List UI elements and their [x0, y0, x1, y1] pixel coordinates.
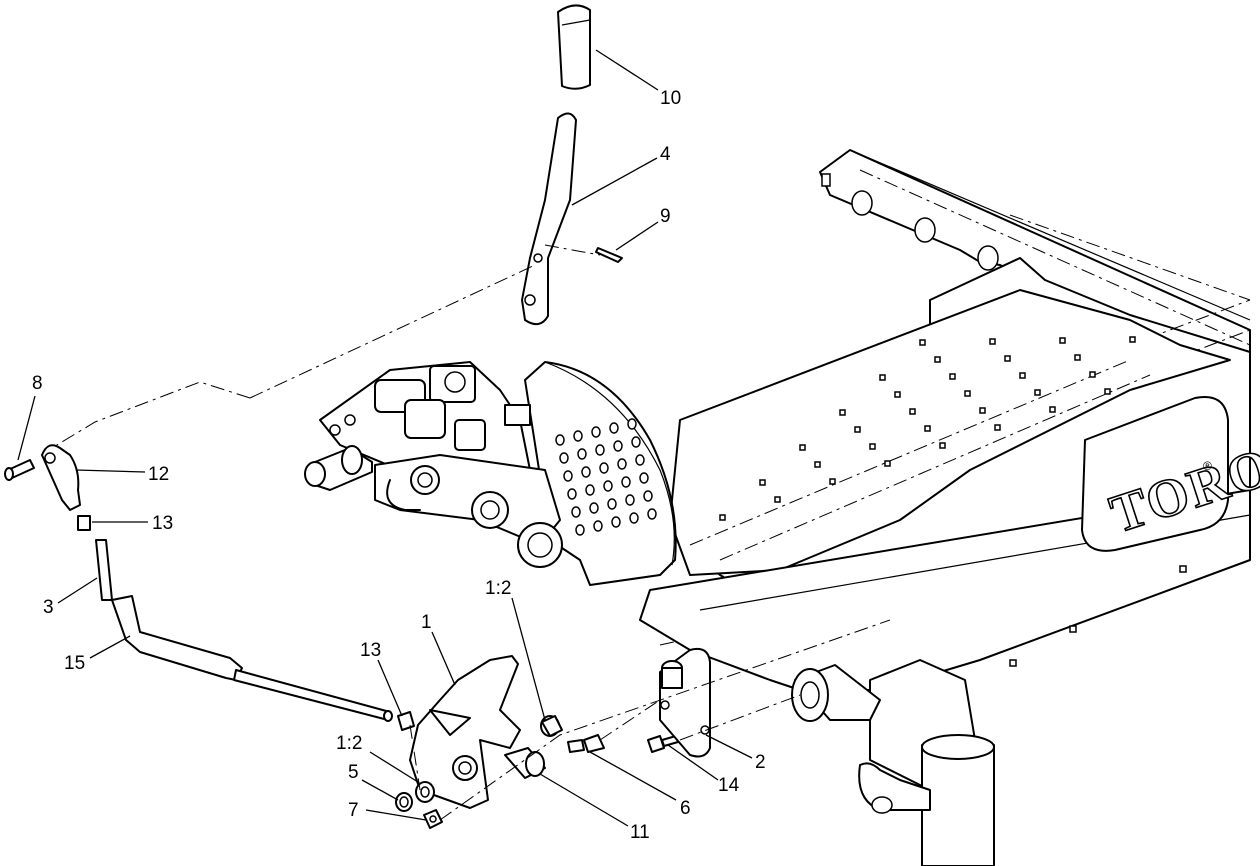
part-6-bolt [567, 734, 605, 753]
pump-lever-arm [374, 454, 561, 546]
part-13-jam-nut-upper [77, 515, 91, 531]
callout-9: 9 [660, 206, 671, 227]
callout-2: 2 [755, 752, 766, 773]
deck-perforations [719, 336, 1136, 521]
hydro-valve-block [319, 361, 531, 471]
callout-8: 8 [32, 373, 43, 394]
callout-1: 1 [421, 612, 432, 633]
callout-13-upper: 13 [152, 513, 173, 534]
callout-5: 5 [348, 762, 359, 783]
part-5-washer [395, 792, 413, 812]
assembly-centerlines [51, 244, 891, 821]
callout-12: 12 [148, 464, 169, 485]
part-1-control-bracket [409, 655, 521, 809]
control-disc-holes [555, 418, 657, 536]
part-3-control-rod [95, 539, 113, 601]
callout-leaders [17, 49, 753, 827]
callout-14: 14 [718, 775, 740, 796]
pump-bushing [517, 522, 563, 568]
part-13-jam-nut-lower [397, 711, 415, 731]
callout-3: 3 [43, 597, 54, 618]
part-4-control-lever [521, 112, 577, 326]
callout-6: 6 [680, 798, 691, 819]
deck-floor-plate [669, 289, 1231, 576]
svg-text:®: ® [1203, 459, 1212, 473]
callout-7: 7 [348, 800, 359, 821]
callout-labels: 10 4 9 8 12 13 3 15 1:2 1 13 1:2 5 7 11 … [32, 88, 766, 843]
part-12-clevis [41, 444, 81, 511]
callout-1-2-lower: 1:2 [336, 733, 362, 754]
toro-logo-plate: TORO ® [1081, 396, 1260, 552]
callout-4: 4 [660, 144, 671, 165]
frame-rail-upper [819, 149, 1251, 373]
pump-output-shaft [304, 445, 373, 491]
callout-11: 11 [630, 822, 650, 843]
part-8-clevis-pin [4, 459, 35, 481]
part-1-2-bushing-lower [415, 781, 435, 803]
part-15-rod-sleeve [111, 595, 393, 722]
part-1-2-bushing-upper [540, 715, 563, 737]
control-disc-plate [524, 361, 677, 586]
part-7-locknut [423, 809, 443, 829]
callout-1-2-upper: 1:2 [485, 578, 511, 599]
callout-15: 15 [64, 653, 85, 674]
part-2-pivot-plate [659, 647, 711, 758]
callout-10: 10 [660, 88, 681, 109]
frame-bushing-right [791, 664, 881, 722]
part-10-lever-grip [557, 4, 591, 90]
caster-pivot-tube [858, 659, 995, 866]
part-11-spacer [504, 747, 546, 779]
part-9-cotter-pin [595, 247, 623, 263]
callout-13-lower: 13 [360, 640, 381, 661]
